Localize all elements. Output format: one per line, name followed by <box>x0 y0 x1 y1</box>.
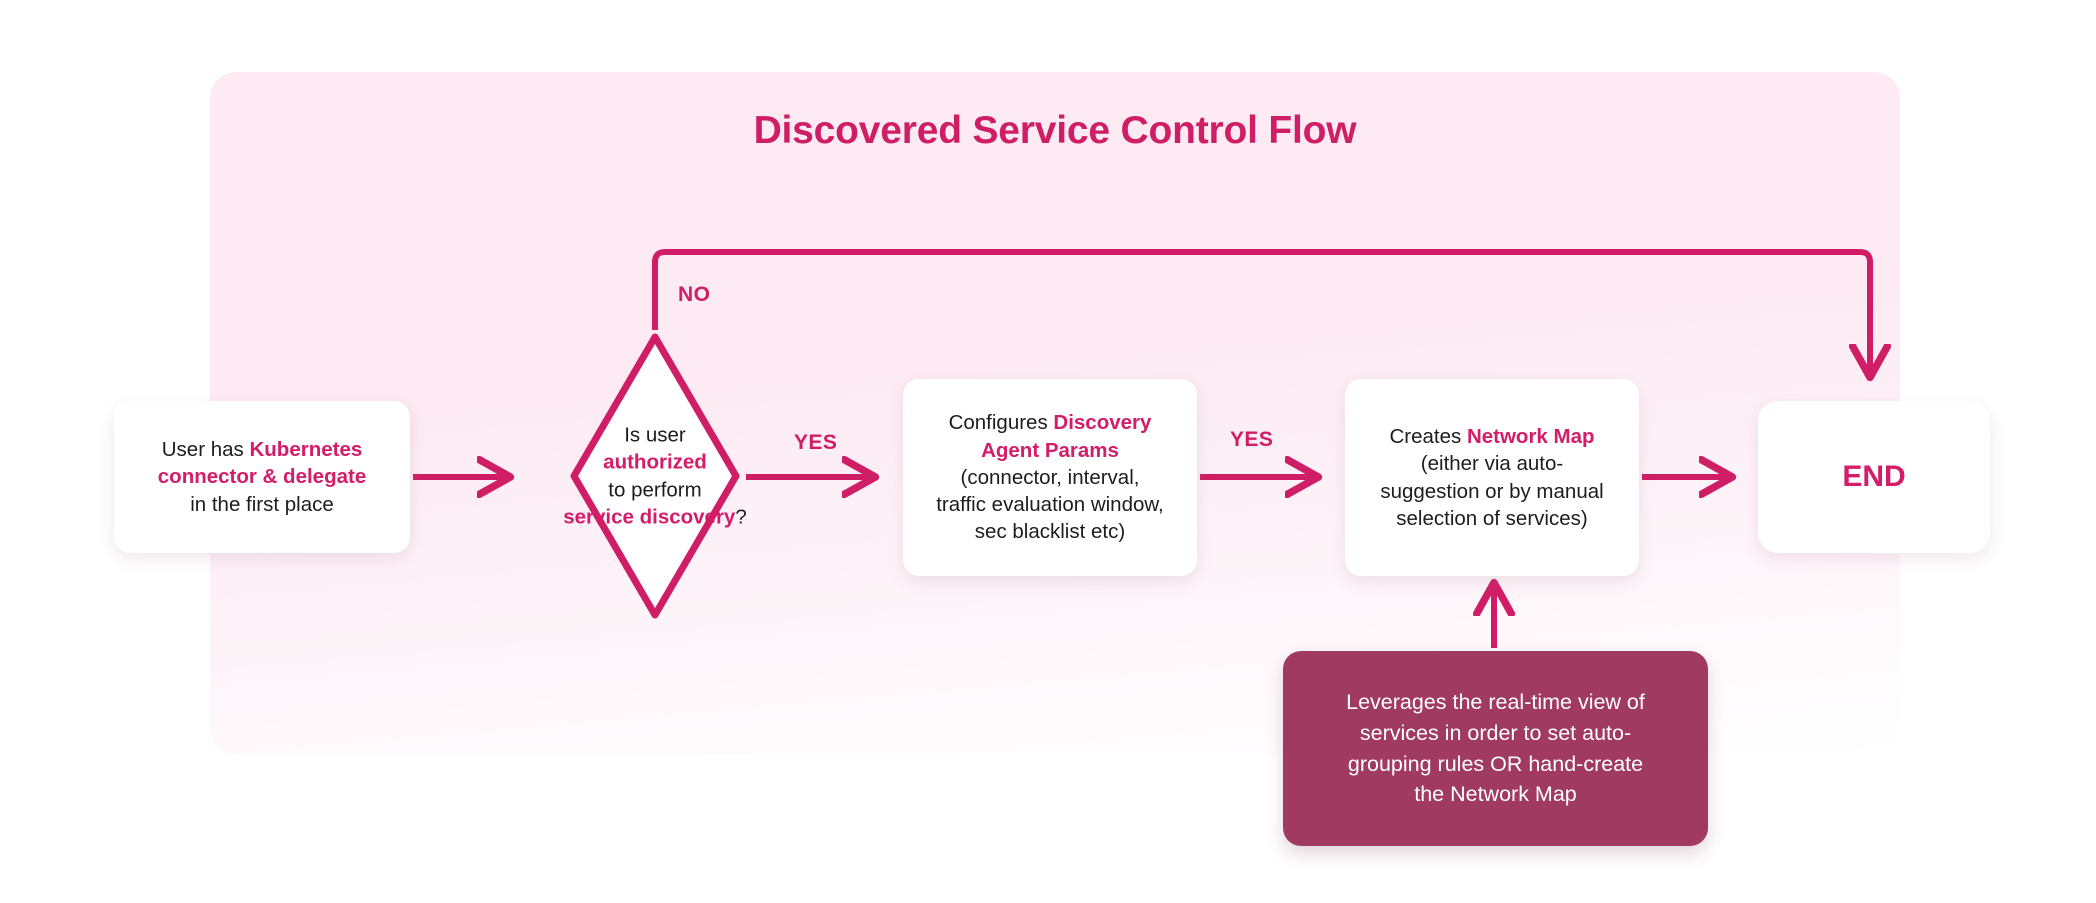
node-params-line-5: sec blacklist etc) <box>974 520 1126 544</box>
node-decision-line-2: authorized <box>603 450 707 474</box>
edge-label-yes-1: YES <box>794 431 838 454</box>
edge-label-yes-2: YES <box>1230 428 1274 451</box>
note-line-2: services in order to set auto- <box>1359 720 1632 745</box>
node-start-line-3: in the first place <box>190 492 334 516</box>
node-decision-text: Is user authorized to perform service di… <box>533 422 777 531</box>
node-decision-line-1: Is user <box>624 423 686 447</box>
note-line-4: the Network Map <box>1414 782 1577 807</box>
node-map-line-3: suggestion or by manual <box>1380 479 1604 503</box>
note-line-1: Leverages the real-time view of <box>1346 690 1645 715</box>
node-decision[interactable]: Is user authorized to perform service di… <box>563 330 747 622</box>
page-title: Discovered Service Control Flow <box>753 109 1357 152</box>
node-map-line-4: selection of services) <box>1396 506 1588 530</box>
node-end-label: END <box>1842 460 1906 494</box>
note-network-map-details[interactable]: Leverages the real-time view of services… <box>1283 651 1708 846</box>
node-params-line-4: traffic evaluation window, <box>936 493 1164 517</box>
node-params-text: Configures Discovery Agent Params (conne… <box>903 403 1197 551</box>
edge-label-no: NO <box>678 283 711 306</box>
node-start-text: User has Kubernetes connector & delegate… <box>114 430 410 524</box>
node-decision-line-3: to perform <box>608 478 702 501</box>
node-discovery-agent-params[interactable]: Configures Discovery Agent Params (conne… <box>903 379 1197 576</box>
node-end[interactable]: END <box>1758 401 1990 553</box>
node-decision-line-4: service discovery? <box>563 505 747 529</box>
node-params-line-1: Configures Discovery <box>948 411 1152 435</box>
diamond-shape <box>570 333 740 619</box>
node-start[interactable]: User has Kubernetes connector & delegate… <box>114 401 410 553</box>
node-map-line-1: Creates Network Map <box>1389 425 1595 448</box>
node-creates-network-map[interactable]: Creates Network Map (either via auto- su… <box>1345 379 1639 576</box>
note-text: Leverages the real-time view of services… <box>1346 687 1645 809</box>
node-params-line-2: Agent Params <box>981 438 1119 462</box>
node-map-text: Creates Network Map (either via auto- su… <box>1345 417 1639 538</box>
node-start-line-2: connector & delegate <box>157 465 367 489</box>
note-line-3: grouping rules OR hand-create <box>1347 751 1644 776</box>
node-map-line-2: (either via auto- <box>1420 452 1564 476</box>
node-start-line-1: User has Kubernetes <box>161 438 363 462</box>
node-params-line-3: (connector, interval, <box>960 465 1140 489</box>
